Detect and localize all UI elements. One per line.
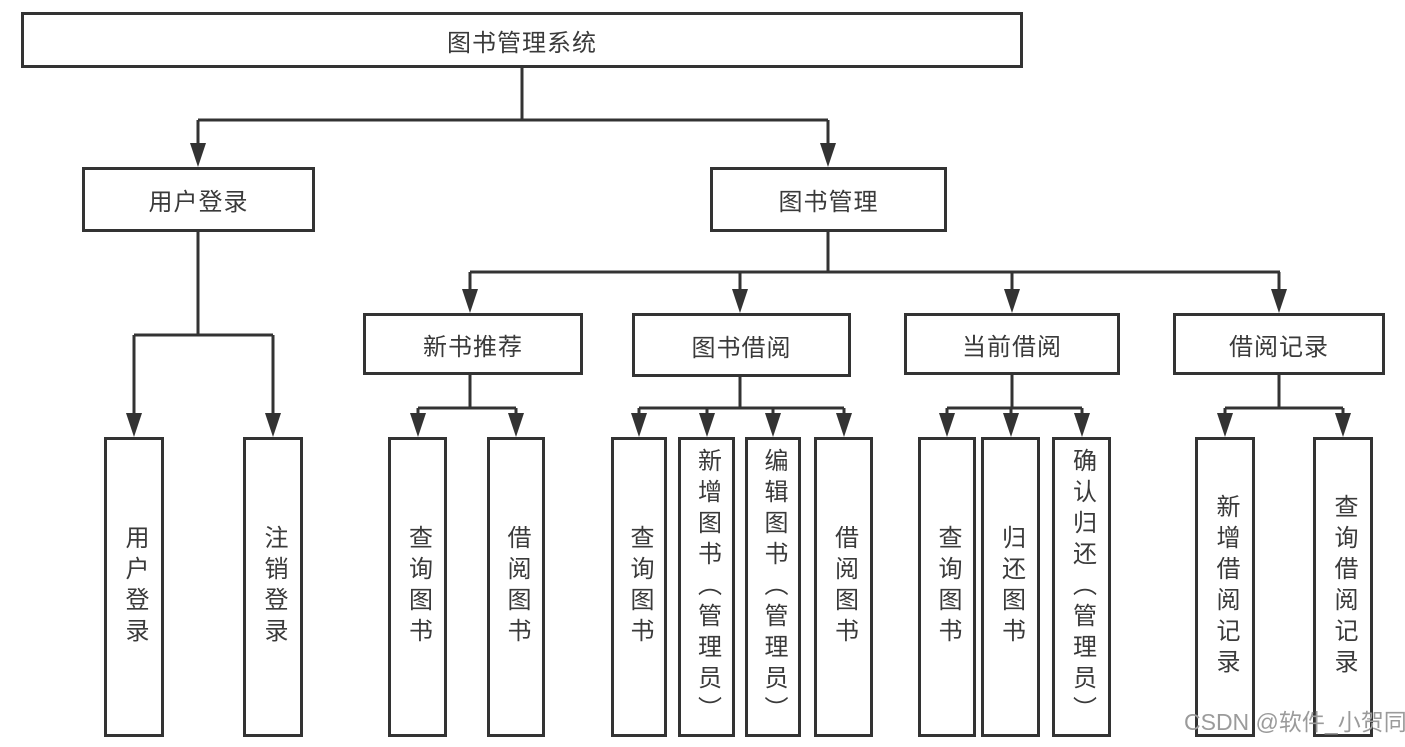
leaf-current-query-book-label: 查询图书 [934,525,961,649]
leaf-add-borrow-record: 新增借阅记录 [1195,437,1255,737]
leaf-recommend-borrow-book-label: 借阅图书 [503,525,530,649]
leaf-confirm-return-admin: 确认归还（管理员） [1052,437,1111,737]
leaf-user-login-label: 用户登录 [121,525,148,649]
leaf-confirm-return-admin-label: 确认归还（管理员） [1068,447,1096,727]
node-book-management: 图书管理 [710,167,947,232]
leaf-recommend-query-book-label: 查询图书 [404,525,432,649]
leaf-add-borrow-record-label: 新增借阅记录 [1212,494,1239,680]
node-new-book-recommend: 新书推荐 [363,313,583,375]
leaf-recommend-query-book: 查询图书 [388,437,447,737]
leaf-edit-book-admin: 编辑图书（管理员） [745,437,801,737]
leaf-return-book: 归还图书 [981,437,1040,737]
leaf-logout-label: 注销登录 [260,525,287,649]
leaf-add-book-admin-label: 新增图书（管理员） [693,447,721,727]
connector-line-path [132,68,1345,417]
leaf-borrow-book-label: 借阅图书 [830,525,858,649]
leaf-query-borrow-record: 查询借阅记录 [1313,437,1373,737]
node-borrow-records: 借阅记录 [1173,313,1385,375]
node-current-borrow: 当前借阅 [904,313,1120,375]
csdn-watermark: CSDN @软件_小贺同学 [1184,709,1405,735]
leaf-borrow-query-book: 查询图书 [611,437,667,737]
leaf-borrow-book: 借阅图书 [814,437,873,737]
leaf-user-login: 用户登录 [104,437,164,737]
leaf-logout: 注销登录 [243,437,303,737]
leaf-current-query-book: 查询图书 [918,437,976,737]
node-user-login: 用户登录 [82,167,315,232]
leaf-return-book-label: 归还图书 [997,525,1025,649]
leaf-add-book-admin: 新增图书（管理员） [678,437,735,737]
leaf-query-borrow-record-label: 查询借阅记录 [1330,494,1357,680]
leaf-borrow-query-book-label: 查询图书 [626,525,653,649]
leaf-edit-book-admin-label: 编辑图书（管理员） [760,447,787,727]
leaf-recommend-borrow-book: 借阅图书 [487,437,545,737]
node-book-borrow: 图书借阅 [632,313,851,377]
node-library-system: 图书管理系统 [21,12,1023,68]
arrowhead-path [126,143,1351,437]
